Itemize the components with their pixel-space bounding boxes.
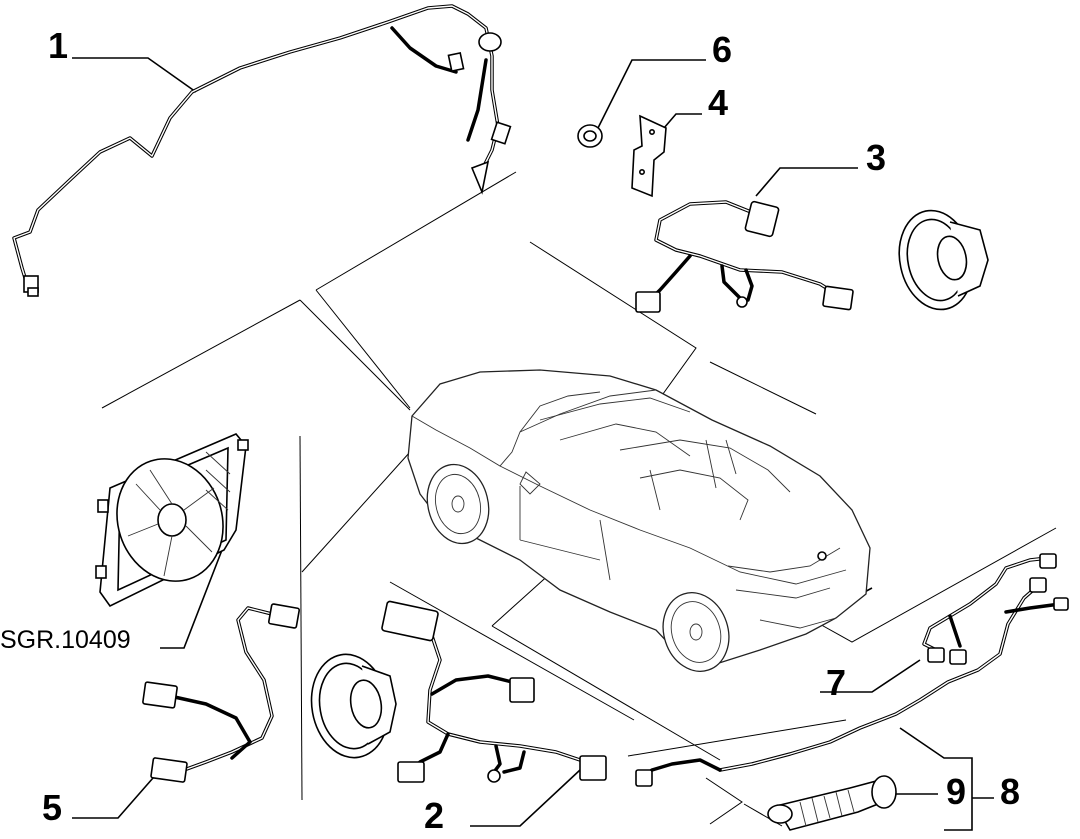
callout-9: 9 (946, 771, 966, 812)
callout-8: 8 (1000, 771, 1020, 812)
harness-7[interactable] (635, 553, 1069, 787)
speaker-bottom[interactable] (304, 648, 397, 764)
harness-5[interactable] (142, 603, 301, 783)
callout-4: 4 (708, 82, 728, 123)
harness-2[interactable] (381, 600, 607, 783)
callout-3: 3 (866, 137, 886, 178)
callout-2: 2 (424, 795, 444, 836)
reference-code: SGR.10409 (0, 626, 131, 654)
callout-6: 6 (712, 29, 732, 70)
car-illustration (407, 369, 871, 672)
speaker-top-right[interactable] (890, 204, 989, 317)
boot-9[interactable] (767, 775, 897, 831)
bracket-4[interactable] (631, 114, 667, 198)
harness-3[interactable] (635, 200, 854, 313)
callout-7: 7 (826, 662, 846, 703)
callout-5: 5 (42, 787, 62, 828)
radiator-fan (95, 433, 249, 608)
harness-1[interactable] (12, 4, 512, 297)
callout-1: 1 (48, 25, 68, 66)
grommet-6[interactable] (577, 124, 603, 148)
